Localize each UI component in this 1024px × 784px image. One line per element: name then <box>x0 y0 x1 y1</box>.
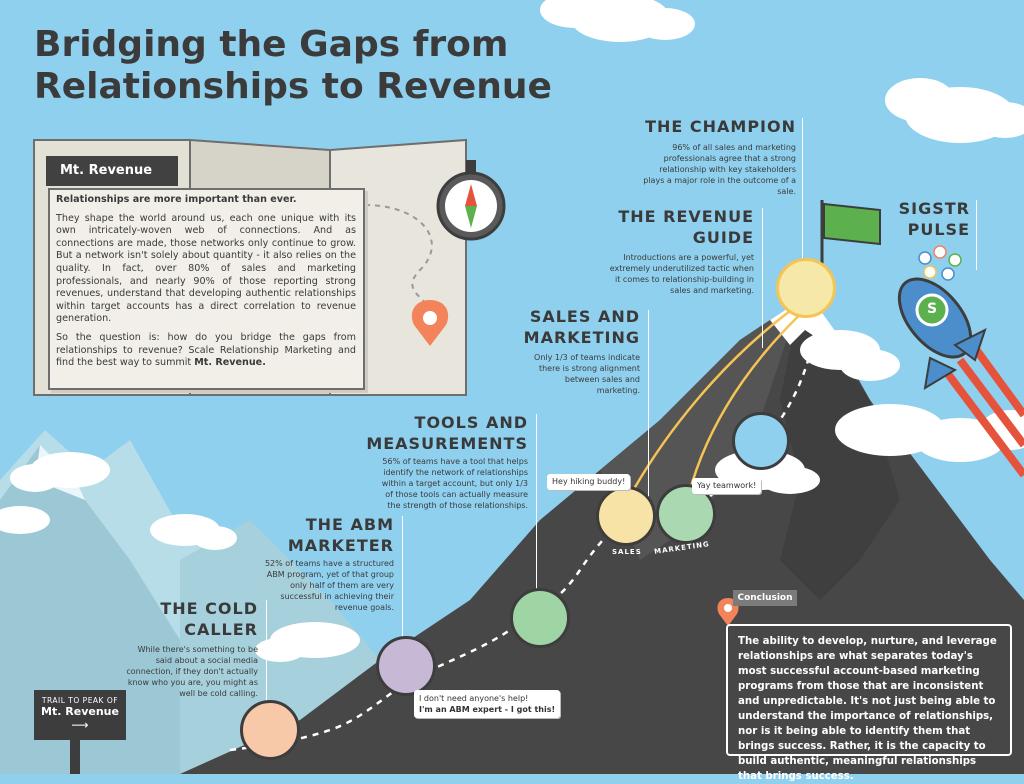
map-paragraph-2-text: So the question is: how do you bridge th… <box>56 331 356 369</box>
abm-bubble-line-1: I don't need anyone's help! <box>419 694 529 703</box>
compass-icon <box>436 160 506 241</box>
sales-speech-bubble: Hey hiking buddy! <box>547 474 631 490</box>
tools-line <box>536 414 537 594</box>
marketing-avatar <box>656 484 716 544</box>
trail-sign-line-2: Mt. Revenue <box>41 705 119 718</box>
trail-sign: TRAIL TO PEAK OF Mt. Revenue ⟶ <box>34 690 126 740</box>
rope <box>623 298 806 506</box>
revenue-guide-heading: THE REVENUE GUIDE <box>560 206 754 248</box>
clouds <box>0 0 1024 662</box>
map-tab-label: Mt. Revenue <box>46 156 178 186</box>
sigstr-line <box>976 200 977 270</box>
map-text: Relationships are more important than ev… <box>56 194 356 376</box>
sales-marketing-heading-1: SALES AND <box>529 307 640 326</box>
abm-bubble-line-2: I'm an ABM expert - I got this! <box>419 705 556 714</box>
cold-caller-text: While there's something to be said about… <box>126 645 258 698</box>
sales-label: SALES <box>612 548 642 556</box>
tools-heading: TOOLS AND MEASUREMENTS <box>360 412 528 454</box>
trail-sign-line-1: TRAIL TO PEAK OF <box>41 696 119 705</box>
map-text-panel <box>48 188 365 390</box>
tools-heading-2: MEASUREMENTS <box>366 434 528 453</box>
marketing-speech-bubble: Yay teamwork! <box>692 478 762 494</box>
champion-avatar <box>776 258 836 318</box>
sales-avatar <box>596 486 656 546</box>
cold-caller-heading-1: THE COLD <box>160 599 258 618</box>
revenue-guide-heading-1: THE REVENUE <box>618 207 754 226</box>
sales-marketing-heading-2: MARKETING <box>523 328 640 347</box>
title-line-2: Relationships to Revenue <box>34 66 552 107</box>
abm-heading: THE ABM MARKETER <box>260 514 394 556</box>
revenue-guide-heading-2: GUIDE <box>692 228 754 247</box>
abm-text: 52% of teams have a structured ABM progr… <box>264 559 394 612</box>
sigstr-heading-1: SIGSTR <box>898 199 970 218</box>
rocket-logo-letter: S <box>926 301 938 317</box>
conclusion-box: The ability to develop, nurture, and lev… <box>726 624 1012 782</box>
summit-flag <box>823 202 881 246</box>
revenue-guide-line <box>762 208 763 348</box>
map-lead: Relationships are more important than ev… <box>56 194 297 205</box>
revenue-guide-avatar <box>732 412 790 470</box>
sigstr-pulse-heading: SIGSTR PULSE <box>880 198 970 240</box>
sales-marketing-text: Only 1/3 of teams indicate there is stro… <box>534 353 640 395</box>
network-icon <box>918 245 962 281</box>
sales-marketing-line <box>648 310 649 500</box>
sigstr-heading-2: PULSE <box>907 220 970 239</box>
map-paragraph-2-bold: Mt. Revenue. <box>194 357 266 369</box>
page-title: Bridging the Gaps from Relationships to … <box>34 24 554 108</box>
abm-line <box>402 516 403 638</box>
champion-line <box>802 118 803 298</box>
map-paragraph-2: So the question is: how do you bridge th… <box>56 332 356 370</box>
title-line-1: Bridging the Gaps from <box>34 24 509 65</box>
tools-heading-1: TOOLS AND <box>414 413 528 432</box>
trail-path <box>229 508 641 752</box>
abm-heading-2: MARKETER <box>287 536 394 555</box>
champion-text: 96% of all sales and marketing professio… <box>643 143 796 196</box>
revenue-guide-text: Introductions are a powerful, yet extrem… <box>609 253 754 295</box>
abm-heading-1: THE ABM <box>305 515 394 534</box>
cold-caller-heading-2: CALLER <box>184 620 258 639</box>
rocket-icon <box>897 277 1024 478</box>
sales-marketing-heading: SALES AND MARKETING <box>500 306 640 348</box>
tools-text: 56% of teams have a tool that helps iden… <box>381 457 528 510</box>
tools-avatar <box>510 588 570 648</box>
conclusion-tab: Conclusion <box>733 590 797 606</box>
location-pin-icon <box>411 300 449 346</box>
cold-caller-line <box>266 600 267 702</box>
abm-avatar <box>376 636 436 696</box>
champion-heading: THE CHAMPION <box>645 117 796 136</box>
map-paragraph-1: They shape the world around us, each one… <box>56 212 356 325</box>
arrow-right-icon: ⟶ <box>71 718 89 732</box>
cold-caller-avatar <box>240 700 300 760</box>
cold-caller-heading: THE COLD CALLER <box>140 598 258 640</box>
abm-speech-bubble: I don't need anyone's help! I'm an ABM e… <box>414 690 561 718</box>
